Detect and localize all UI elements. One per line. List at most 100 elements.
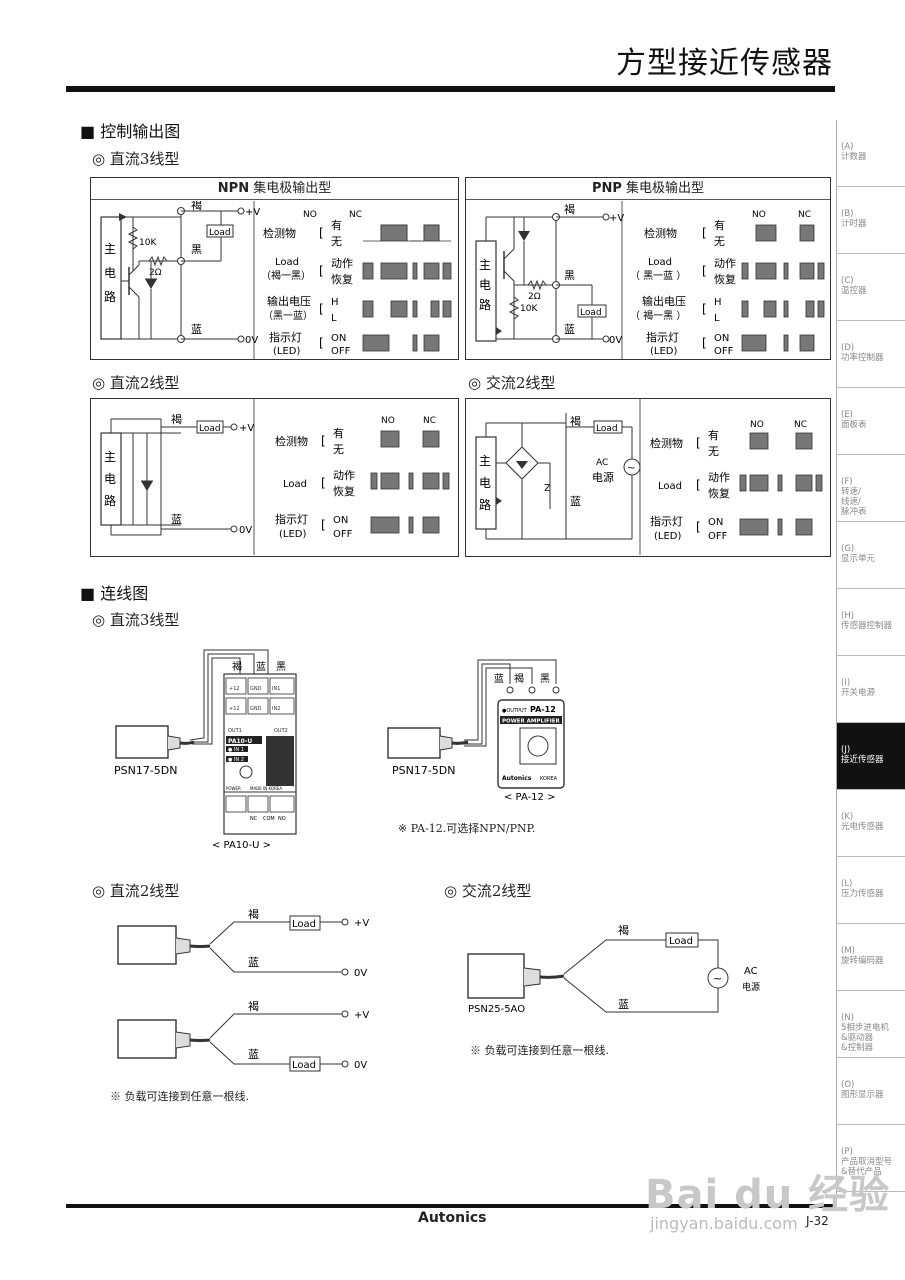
sidebar-item-label: 压力传感器	[841, 889, 884, 899]
svg-text:蓝: 蓝	[256, 661, 266, 673]
svg-text:NC: NC	[423, 416, 436, 426]
svg-text:0V: 0V	[354, 1060, 367, 1071]
sidebar-item[interactable]: (E)面板表	[837, 388, 905, 455]
pnp-box-header: PNP 集电极输出型	[466, 178, 830, 200]
svg-text:L: L	[331, 313, 337, 324]
svg-text:电: 电	[104, 266, 116, 280]
svg-text:2Ω: 2Ω	[528, 292, 541, 302]
svg-text:电: 电	[104, 472, 116, 486]
svg-text:蓝: 蓝	[494, 673, 504, 685]
svg-text:PSN17-5DN: PSN17-5DN	[114, 764, 178, 777]
sidebar-item-code: (P)	[841, 1147, 853, 1157]
svg-text:NO: NO	[303, 210, 317, 220]
subheading-wiring-dc2: ◎ 直流2线型	[92, 882, 180, 900]
svg-text:动作: 动作	[331, 257, 353, 270]
svg-text:恢复: 恢复	[333, 484, 355, 498]
dc2-box: 主 电 路 褐 Load +V 蓝 0V NO NC 检测物 [ 有 无 Loa…	[90, 398, 459, 557]
svg-text:PSN25-5AO: PSN25-5AO	[468, 1004, 525, 1015]
svg-text:动作: 动作	[714, 257, 736, 270]
sidebar-item[interactable]: (A)计数器	[837, 120, 905, 187]
svg-text:OFF: OFF	[708, 531, 728, 542]
svg-text:蓝: 蓝	[191, 323, 202, 336]
sidebar-item[interactable]: (H)传感器控制器	[837, 589, 905, 656]
sidebar-item[interactable]: (D)功率控制器	[837, 321, 905, 388]
sidebar-item[interactable]: (J)接近传感器	[837, 723, 905, 790]
svg-text:输出电压: 输出电压	[267, 294, 311, 308]
svg-text:OFF: OFF	[331, 346, 351, 357]
svg-text:蓝: 蓝	[618, 998, 629, 1011]
svg-text:褐: 褐	[171, 412, 182, 426]
svg-text:+V: +V	[245, 207, 260, 218]
svg-text:PA10-U: PA10-U	[228, 738, 252, 745]
svg-text:[: [	[319, 264, 324, 278]
svg-text:褐: 褐	[618, 923, 629, 937]
subheading-dc3: ◎ 直流3线型	[92, 150, 180, 168]
svg-text:GND: GND	[250, 686, 262, 692]
svg-text:[: [	[702, 302, 707, 316]
svg-text:+V: +V	[239, 423, 254, 434]
svg-text:< PA10-U >: < PA10-U >	[212, 840, 271, 851]
svg-text:电源: 电源	[592, 470, 614, 484]
svg-text:[: [	[702, 336, 707, 350]
svg-text:主: 主	[479, 258, 491, 272]
sidebar-item[interactable]: (K)光电传感器	[837, 790, 905, 857]
svg-text:[: [	[319, 226, 324, 240]
svg-text:Load: Load	[292, 919, 316, 930]
pnp-box: PNP 集电极输出型 主 电 路 2Ω 10K 褐 +V 黑	[465, 177, 831, 360]
svg-text:OUT1: OUT1	[228, 728, 242, 734]
bottom-rule	[66, 1204, 835, 1208]
sidebar-item-label: 面板表	[841, 420, 867, 430]
sidebar-item-label: 旋转编码器	[841, 956, 884, 966]
npn-box: NPN 集电极输出型 主 电 路 10K 2Ω 褐 +V	[90, 177, 459, 360]
section-heading-wiring: ■ 连线图	[80, 584, 149, 603]
sidebar-item[interactable]: (B)计时器	[837, 187, 905, 254]
svg-text:0V: 0V	[354, 968, 367, 979]
svg-text:[: [	[321, 518, 326, 532]
svg-text:10K: 10K	[520, 304, 538, 314]
dc2-diagram: 主 电 路 褐 Load +V 蓝 0V NO NC 检测物 [ 有 无 Loa…	[100, 399, 450, 555]
sidebar-item[interactable]: (L)压力传感器	[837, 857, 905, 924]
sidebar-item[interactable]: (O)图形显示器	[837, 1058, 905, 1125]
svg-text:●OUTPUT: ●OUTPUT	[502, 708, 528, 714]
svg-text:NO: NO	[752, 210, 766, 220]
svg-text:路: 路	[479, 497, 491, 512]
sidebar-item[interactable]: (M)旋转编码器	[837, 924, 905, 991]
footer-brand: Autonics	[418, 1210, 487, 1226]
svg-text:ON: ON	[333, 515, 348, 526]
svg-text:（ 黑一蓝 ）: （ 黑一蓝 ）	[630, 270, 686, 282]
sidebar-item[interactable]: (P)产品取消型号 &替代产品	[837, 1125, 905, 1192]
sidebar-item-label: 接近传感器	[841, 755, 884, 765]
subheading-ac2: ◎ 交流2线型	[468, 374, 556, 392]
svg-text:动作: 动作	[708, 471, 730, 484]
svg-text:无: 无	[331, 235, 342, 248]
wiring-ac2-diagram: 褐 Load ~ AC 电源 蓝 PSN25-5AO	[467, 923, 760, 1015]
sidebar-item[interactable]: (G)显示单元	[837, 522, 905, 589]
svg-text:电: 电	[479, 278, 491, 292]
sidebar-item[interactable]: (F)转速/ 线速/ 脉冲表	[837, 455, 905, 522]
svg-text:Load: Load	[669, 936, 693, 947]
svg-text:主: 主	[104, 450, 116, 464]
svg-text:PSN17-5DN: PSN17-5DN	[392, 764, 456, 777]
sidebar-item[interactable]: (N)5相步进电机 &驱动器 &控制器	[837, 991, 905, 1058]
svg-text:电源: 电源	[742, 981, 760, 993]
sidebar-item[interactable]: (C)温控器	[837, 254, 905, 321]
sidebar-item[interactable]: (I)开关电源	[837, 656, 905, 723]
sidebar-item-label: 传感器控制器	[841, 621, 893, 631]
svg-text:OUT2: OUT2	[274, 728, 288, 734]
wiring-dc3-diagram: PSN17-5DN 褐 蓝 黑 +12 GND IN1 +12 GND IN2 …	[114, 649, 565, 851]
svg-text:IN2: IN2	[272, 706, 280, 712]
svg-text:有: 有	[708, 428, 719, 442]
svg-text:IN1: IN1	[272, 686, 280, 692]
pnp-diagram: 主 电 路 2Ω 10K 褐 +V 黑 Load	[475, 201, 825, 359]
svg-text:路: 路	[479, 297, 491, 312]
watermark-url: jingyan.baidu.com	[650, 1214, 798, 1233]
svg-text:Load: Load	[658, 481, 682, 492]
svg-text:2Ω: 2Ω	[149, 268, 162, 278]
sidebar-item-code: (J)	[841, 745, 851, 755]
svg-text:检测物: 检测物	[275, 434, 308, 448]
sidebar-item-label: 产品取消型号 &替代产品	[841, 1157, 893, 1177]
sidebar-item-label: 图形显示器	[841, 1090, 884, 1100]
svg-text:褐: 褐	[570, 414, 581, 428]
svg-text:[: [	[696, 436, 701, 450]
sidebar-item-label: 温控器	[841, 286, 867, 296]
